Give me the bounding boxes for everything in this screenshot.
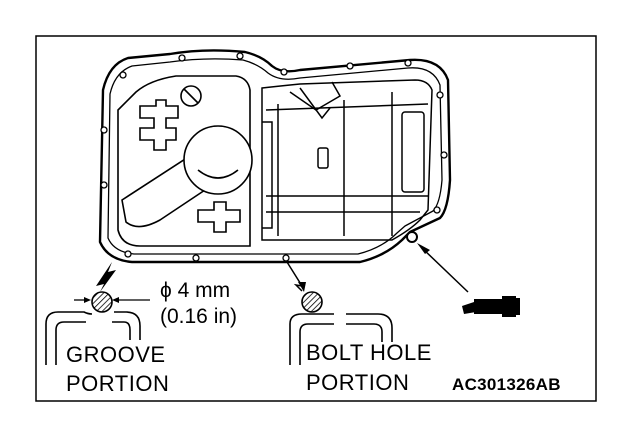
bolt-label-line2: PORTION — [306, 370, 410, 395]
sealant-bead-groove — [91, 291, 113, 313]
flange-bolt-holes — [100, 52, 448, 262]
sealant-arrow-head — [417, 243, 430, 254]
figure-code: AC301326AB — [452, 375, 561, 394]
bolt-callout-arrow-head — [298, 282, 306, 292]
sealant-tube-icon — [462, 296, 520, 317]
bolt-label-line1: BOLT HOLE — [306, 340, 432, 365]
oil-pan-outline — [98, 49, 452, 264]
left-sump-detail — [117, 75, 253, 247]
sealant-arrow-line — [421, 247, 469, 293]
diameter-inch: (0.16 in) — [160, 305, 238, 328]
figure-frame — [35, 35, 597, 402]
sealant-start-point — [406, 231, 418, 243]
groove-label-line1: GROOVE — [66, 342, 166, 367]
groove-callout-arrow — [96, 262, 116, 292]
sealant-bead-bolt — [301, 291, 323, 313]
bolt-callout-arrow — [286, 261, 304, 292]
bolt-hole-cross-section — [289, 291, 393, 365]
right-ribbed-detail — [261, 79, 433, 241]
diameter-value: ϕ 4 mm — [160, 279, 231, 302]
groove-cross-section — [45, 291, 150, 365]
groove-label-line2: PORTION — [66, 371, 170, 396]
